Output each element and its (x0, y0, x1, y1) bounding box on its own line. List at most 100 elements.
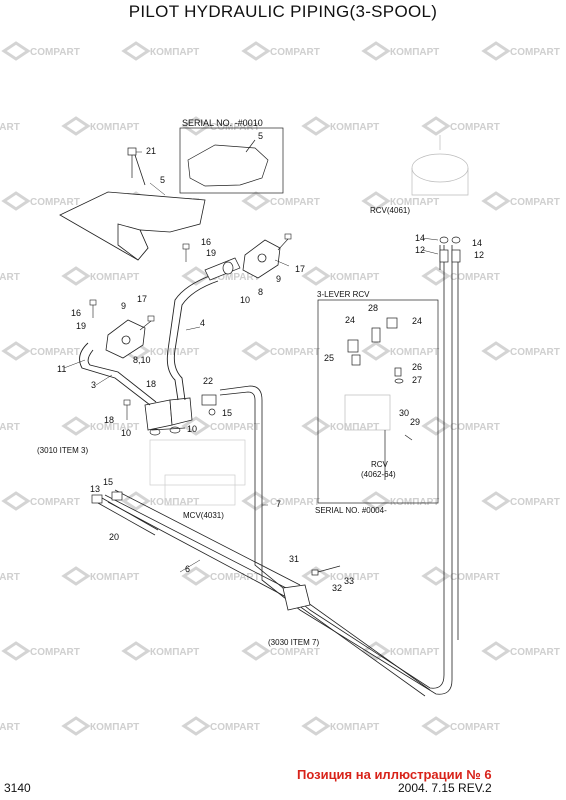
watermark-logo (181, 566, 211, 586)
watermark-text: COMPART (510, 197, 560, 208)
watermark-text: COMPART (30, 197, 80, 208)
watermark-text: КОМПАРТ (390, 647, 439, 658)
callout-4: 4 (200, 318, 205, 328)
watermark-logo (181, 266, 211, 286)
callout-29: 29 (410, 417, 420, 427)
watermark-logo (241, 491, 271, 511)
watermark-text: COMPART (30, 347, 80, 358)
watermark-text: COMPART (510, 647, 560, 658)
bolts (89, 233, 292, 420)
lever-inset-title: 3-LEVER RCV (317, 290, 370, 299)
callout-15b: 15 (103, 477, 113, 487)
callout-14a: 14 (415, 233, 425, 243)
watermark-text: COMPART (30, 647, 80, 658)
watermark-logo (121, 491, 151, 511)
watermark-text: COMPART (270, 197, 320, 208)
watermark-logo (361, 641, 391, 661)
callout-27: 27 (412, 375, 422, 385)
page-number: 3140 (4, 781, 31, 795)
watermark-logo (61, 566, 91, 586)
callout-17b: 17 (137, 294, 147, 304)
watermark-text: COMPART (30, 47, 80, 58)
watermark-logo (241, 341, 271, 361)
rcv-inset-code: (4062-64) (361, 470, 396, 479)
callout-8-10: 8,10 (133, 355, 151, 365)
ref-3010-item3: (3010 ITEM 3) (37, 446, 88, 455)
base-plate (59, 154, 206, 261)
watermark-logo (421, 116, 451, 136)
callout-24b: 24 (412, 316, 422, 326)
watermark-text: КОМПАРТ (150, 47, 199, 58)
illustration-note: Позиция на иллюстрации № 6 (297, 767, 492, 782)
lever-rcv-inset (317, 299, 439, 504)
bolt-21 (127, 147, 137, 178)
watermark-text: COMPART (270, 347, 320, 358)
callout-18b: 18 (104, 415, 114, 425)
manifold-9-upper (242, 239, 281, 279)
watermark-logo (1, 41, 31, 61)
rcv-inset-label: RCV (371, 460, 389, 469)
watermark-logo (481, 41, 511, 61)
watermark-logo (61, 116, 91, 136)
watermark-layer: COMPART КОМПАРТ COMPART КОМПАРТ COMPART COMPA… (0, 41, 560, 736)
callout-24a: 24 (345, 315, 355, 325)
watermark-text: COMPART (210, 122, 260, 133)
watermark-text: COMPART (510, 47, 560, 58)
ref-mcv-4031: MCV(4031) (183, 511, 224, 520)
watermark-text: КОМПАРТ (330, 722, 379, 733)
pipe-bundle-right (219, 245, 459, 695)
fitting-10 (204, 257, 241, 281)
watermark-text: COMPART (210, 572, 260, 583)
watermark-logo (181, 116, 211, 136)
watermark-logo (421, 716, 451, 736)
watermark-text: COMPART (450, 722, 500, 733)
revision-date: 2004. 7.15 REV.2 (398, 781, 492, 795)
callout-22: 22 (203, 376, 213, 386)
watermark-text: COMPART (270, 497, 320, 508)
watermark-logo (361, 191, 391, 211)
watermark-text: КОМПАРТ (90, 422, 139, 433)
watermark-logo (181, 716, 211, 736)
watermark-text: COMPART (270, 647, 320, 658)
callout-19b: 19 (76, 321, 86, 331)
watermark-text: COMPART (450, 422, 500, 433)
watermark-text: КОМПАРТ (330, 422, 379, 433)
serial-bottom-label: SERIAL NO. #0004- (315, 506, 387, 515)
watermark-logo (181, 416, 211, 436)
pipe-3 (79, 342, 157, 406)
watermark-text: КОМПАРТ (90, 272, 139, 283)
callout-20: 20 (109, 532, 119, 542)
watermark-text: COMPART (450, 272, 500, 283)
watermark-text: COMPART (510, 497, 560, 508)
manifold-9-lower (105, 319, 146, 359)
callout-6: 6 (185, 564, 190, 574)
callout-16b: 16 (71, 308, 81, 318)
watermark-text: КОМПАРТ (390, 347, 439, 358)
watermark-text: COMPART (0, 122, 20, 133)
watermark-text: COMPART (510, 347, 560, 358)
callout-25: 25 (324, 353, 334, 363)
watermark-text: КОМПАРТ (330, 272, 379, 283)
watermark-text: КОМПАРТ (90, 722, 139, 733)
watermark-text: COMPART (450, 122, 500, 133)
callout-16a: 16 (201, 237, 211, 247)
watermark-logo (1, 341, 31, 361)
watermark-logo (1, 191, 31, 211)
watermark-text: COMPART (30, 497, 80, 508)
leader-lines (63, 151, 439, 573)
watermark-text: КОМПАРТ (390, 197, 439, 208)
fittings-14-12 (439, 236, 461, 263)
callout-21: 21 (146, 146, 156, 156)
callout-3: 3 (91, 380, 96, 390)
callout-7: 7 (276, 499, 281, 509)
watermark-text: COMPART (210, 722, 260, 733)
watermark-logo (301, 716, 331, 736)
watermark-text: КОМПАРТ (390, 497, 439, 508)
watermark-logo (61, 266, 91, 286)
watermark-text: COMPART (0, 272, 20, 283)
callout-32: 32 (332, 583, 342, 593)
serial-top-label: SERIAL NO. -#0010 (182, 118, 263, 128)
watermark-logo (121, 41, 151, 61)
bracket-31 (282, 584, 311, 611)
callout-12a: 12 (415, 245, 425, 255)
